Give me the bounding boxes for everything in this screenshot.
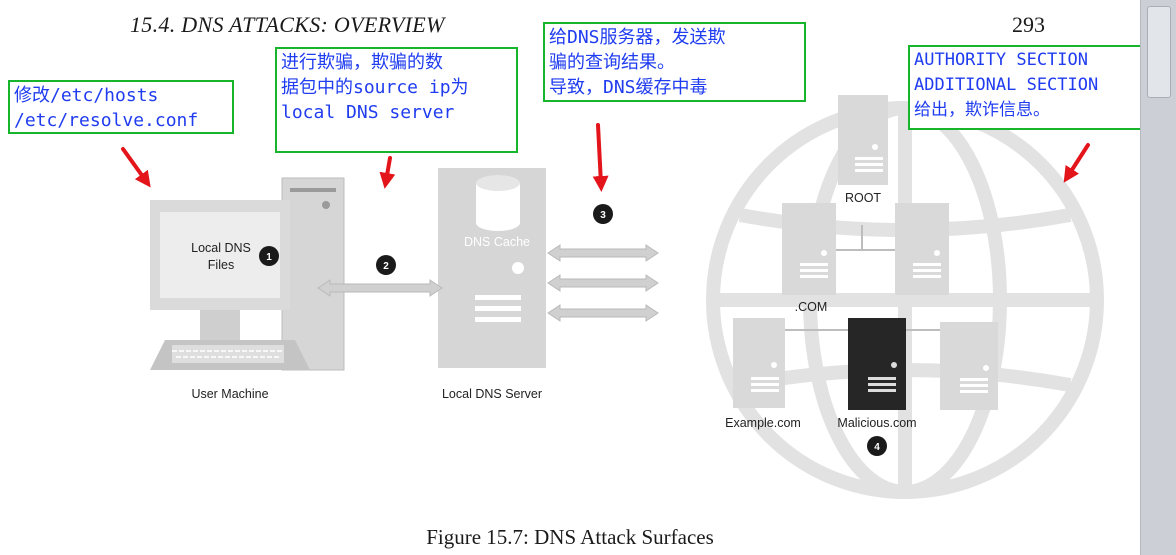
- annotation-authority-section: AUTHORITY SECTION ADDITIONAL SECTION 给出，…: [908, 45, 1168, 130]
- figure-caption: Figure 15.7: DNS Attack Surfaces: [426, 525, 714, 549]
- com-server-right: [895, 203, 949, 295]
- badge-3: 3: [593, 204, 613, 224]
- svg-text:3: 3: [600, 210, 606, 221]
- dns-cache-label: DNS Cache: [464, 235, 530, 249]
- red-arrow-4: [1063, 143, 1090, 183]
- screen-label-line1: Local DNS: [191, 241, 251, 255]
- svg-text:4: 4: [874, 442, 880, 453]
- internet-globe: [706, 101, 1104, 499]
- scrollbar-thumb[interactable]: [1147, 6, 1171, 98]
- user-machine: [150, 177, 345, 371]
- badge-1: 1: [259, 246, 279, 266]
- dns-attack-diagram: Local DNS Files DNS Cache User Machine L…: [121, 95, 1104, 499]
- document-page: 15.4. DNS ATTACKS: OVERVIEW 293: [8, 12, 1168, 549]
- annotation-cache-poisoning: 给DNS服务器，发送欺 骗的查询结果。 导致，DNS缓存中毒: [543, 22, 806, 102]
- com-label: .COM: [795, 300, 828, 314]
- screen-label-line2: Files: [208, 258, 234, 272]
- page-header-title: 15.4. DNS ATTACKS: OVERVIEW: [130, 12, 445, 37]
- red-arrow-1: [121, 147, 151, 188]
- red-arrow-2: [379, 156, 396, 189]
- other-server: [940, 322, 998, 410]
- annotation-hosts-files: 修改/etc/hosts /etc/resolve.conf: [8, 80, 234, 134]
- com-server-left: [782, 203, 836, 295]
- svg-text:1: 1: [266, 252, 272, 263]
- example-server: [733, 318, 785, 408]
- root-label: ROOT: [845, 191, 881, 205]
- local-dns-server: [438, 168, 546, 368]
- svg-text:2: 2: [383, 261, 389, 272]
- badge-4: 4: [867, 436, 887, 456]
- query-arrows: [317, 244, 659, 322]
- page-number: 293: [1012, 12, 1045, 37]
- badge-2: 2: [376, 255, 396, 275]
- red-arrow-3: [592, 123, 609, 192]
- root-server: [838, 95, 888, 185]
- red-arrows: [121, 123, 1090, 192]
- malicious-label: Malicious.com: [837, 416, 916, 430]
- annotation-spoof-source-ip: 进行欺骗，欺骗的数 据包中的source ip为 local DNS serve…: [275, 47, 518, 153]
- vertical-scrollbar[interactable]: [1140, 0, 1176, 555]
- user-machine-label: User Machine: [191, 387, 268, 401]
- local-dns-server-label: Local DNS Server: [442, 387, 542, 401]
- malicious-server: [848, 318, 906, 410]
- example-label: Example.com: [725, 416, 801, 430]
